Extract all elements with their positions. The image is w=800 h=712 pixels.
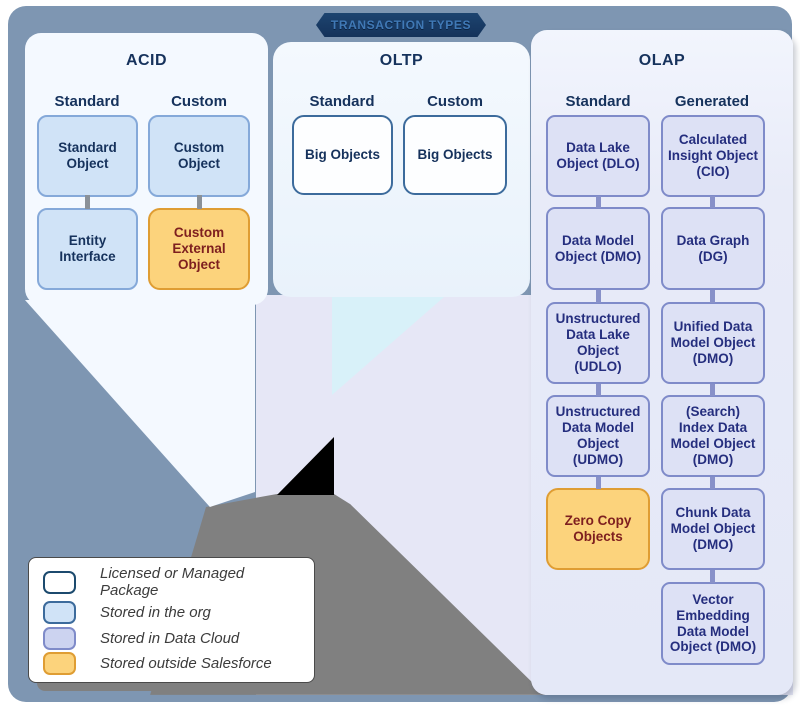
legend-swatch-package [43,570,76,594]
legend-label: Stored outside Salesforce [100,654,272,672]
node-unstructured-data-lake-object: Unstructured Data Lake Object (UDLO) [546,302,650,384]
legend-item: Licensed or Managed Package [43,565,300,599]
node-unified-data-model-object: Unified Data Model Object (DMO) [661,302,765,384]
connector [710,384,715,396]
legend-swatch-external [43,651,76,675]
node-custom-external-object: Custom External Object [148,208,250,290]
legend-label: Stored in Data Cloud [100,629,240,647]
legend-swatch-org [43,601,76,625]
node-unstructured-data-model-object: Unstructured Data Model Object (UDMO) [546,395,650,477]
column-header-oltp-standard: Standard [309,93,375,110]
node-data-graph: Data Graph (DG) [661,207,765,290]
column-header-olap-generated: Generated [674,93,750,110]
connector [596,290,601,303]
legend-label: Licensed or Managed Package [100,565,245,600]
legend-item: Stored in Data Cloud [43,626,300,650]
legend-item: Stored in the org [43,601,300,625]
node-entity-interface: Entity Interface [37,208,138,290]
node-big-objects-custom: Big Objects [403,115,507,195]
column-header-acid-custom: Custom [171,93,227,110]
connector [710,477,715,489]
connector [596,477,601,489]
column-header-oltp-custom: Custom [427,93,483,110]
node-data-model-object: Data Model Object (DMO) [546,207,650,290]
transaction-types-banner: TRANSACTION TYPES [316,13,486,37]
node-big-objects-standard: Big Objects [292,115,393,195]
connector [197,195,202,209]
connector [596,384,601,396]
connector [596,196,601,208]
connector [85,195,90,209]
connector [710,196,715,208]
node-search-index-data-model-object: (Search) Index Data Model Object (DMO) [661,395,765,477]
connector [710,570,715,583]
node-zero-copy-objects: Zero Copy Objects [546,488,650,570]
legend-swatch-datacloud [43,626,76,650]
column-header-acid-standard: Standard [54,93,120,110]
panel-title-olap: OLAP [638,52,686,69]
node-custom-object: Custom Object [148,115,250,197]
banner-label: TRANSACTION TYPES [330,18,472,32]
legend-label: Stored in the org [100,604,211,622]
node-calculated-insight-object: Calculated Insight Object (CIO) [661,115,765,197]
panel-title-acid: ACID [125,52,168,69]
panel-title-oltp: OLTP [379,52,424,69]
legend-item: Stored outside Salesforce [43,651,300,675]
node-vector-embedding-data-model-object: Vector Embedding Data Model Object (DMO) [661,582,765,665]
node-standard-object: Standard Object [37,115,138,197]
node-chunk-data-model-object: Chunk Data Model Object (DMO) [661,488,765,570]
legend: Licensed or Managed Package Stored in th… [28,557,315,683]
connector [710,290,715,303]
column-header-olap-standard: Standard [565,93,631,110]
node-data-lake-object: Data Lake Object (DLO) [546,115,650,197]
